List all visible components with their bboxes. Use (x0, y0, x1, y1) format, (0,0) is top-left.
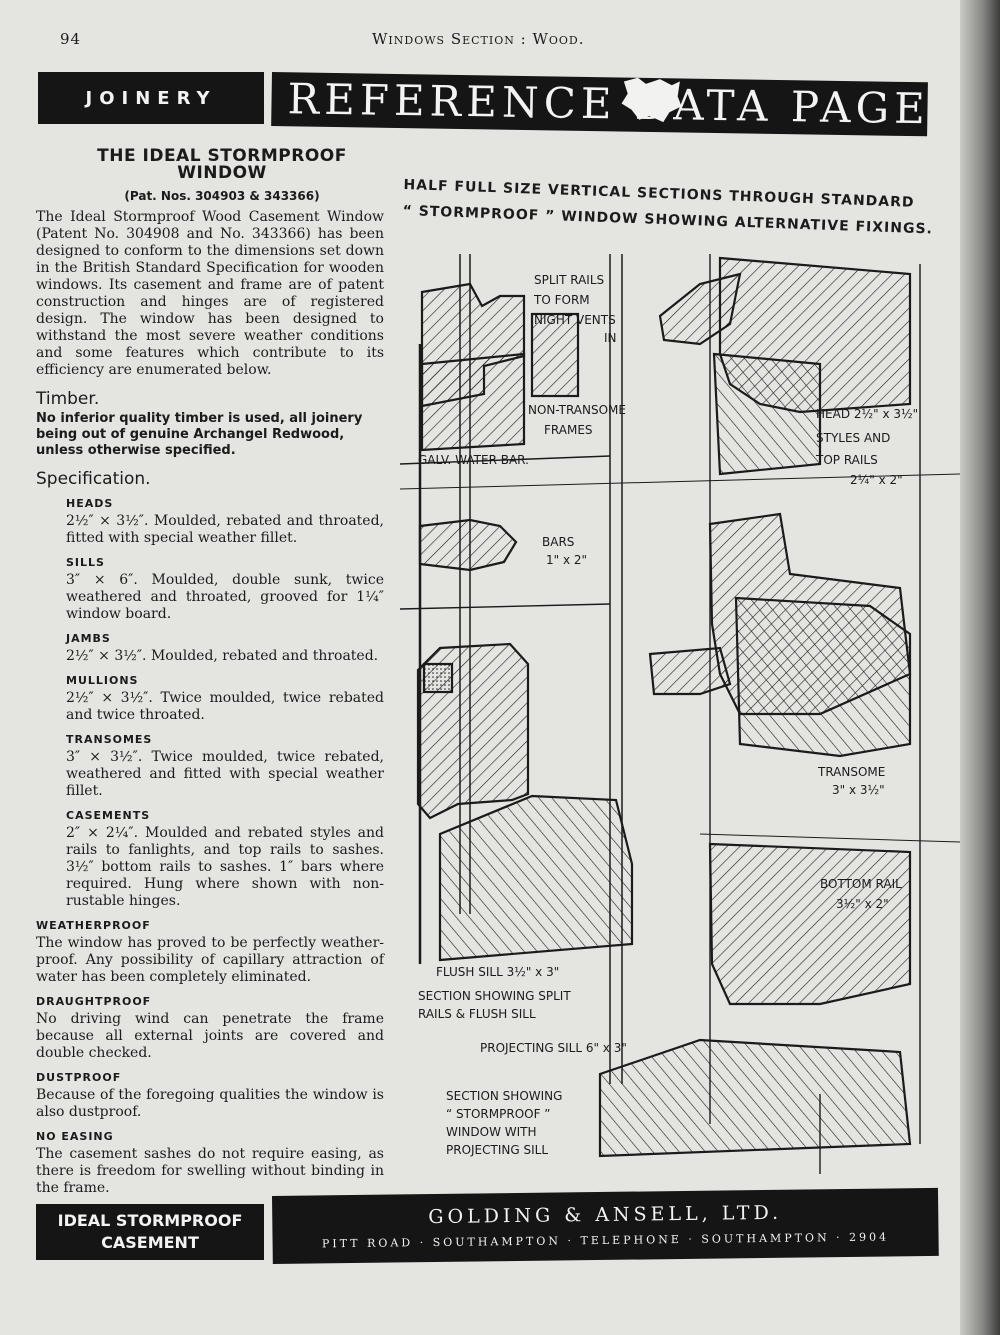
property-name: DRAUGHTPROOF (36, 995, 152, 1008)
text-column: THE IDEAL STORMPROOF WINDOW (Pat. Nos. 3… (36, 148, 384, 1197)
spec-item-name: CASEMENTS (66, 809, 151, 822)
label-head-3: TOP RAILS (815, 453, 878, 467)
spec-item-name: JAMBS (66, 632, 111, 645)
label-projecting-sill: PROJECTING SILL 6" x 3" (480, 1041, 627, 1055)
property-text: Because of the foregoing qualities the w… (36, 1087, 384, 1120)
label-head-2: STYLES AND (816, 431, 890, 445)
split-rail-shape (420, 352, 526, 452)
footer-company-banner: GOLDING & ANSELL, LTD. PITT ROAD · SOUTH… (272, 1187, 939, 1264)
label-bottom-rail-1: BOTTOM RAIL (820, 877, 902, 891)
spec-item-text: 3″ × 6″. Moulded, double sunk, twice wea… (66, 572, 384, 622)
specification-list: HEADS 2½″ × 3½″. Moulded, rebated and th… (66, 495, 384, 910)
label-split-rails-4: IN (604, 331, 617, 345)
label-non-transome-1: NON-TRANSOME (528, 403, 626, 417)
bottom-rail-shape (708, 842, 912, 1006)
spec-item-name: HEADS (66, 497, 114, 510)
label-head-1: HEAD 2½" x 3½" (816, 407, 918, 421)
spec-item-heads: HEADS 2½″ × 3½″. Moulded, rebated and th… (66, 495, 384, 547)
diagram-title: HALF FULL SIZE VERTICAL SECTIONS THROUGH… (402, 172, 943, 243)
right-section (598, 254, 960, 1174)
label-stormproof-section-1: SECTION SHOWING (446, 1089, 562, 1103)
label-split-rails-1: SPLIT RAILS (534, 273, 604, 287)
non-transome-frame-shape (530, 312, 580, 398)
stipple-joint-1 (422, 662, 454, 694)
property-name: NO EASING (36, 1130, 114, 1143)
flush-sill-shape (438, 794, 634, 962)
label-transome-1: TRANSOME (817, 765, 885, 779)
label-stormproof-section-3: WINDOW WITH (446, 1125, 537, 1139)
spec-item-name: MULLIONS (66, 674, 139, 687)
spec-item-name: TRANSOMES (66, 733, 153, 746)
top-rail-shape (712, 352, 822, 476)
spec-item-text: 2½″ × 3½″. Moulded, rebated and throated… (66, 648, 379, 664)
patent-numbers: (Pat. Nos. 304903 & 343366) (124, 189, 320, 203)
company-name: GOLDING & ANSELL, LTD. (428, 1201, 783, 1229)
running-head: 94 Windows Section : Wood. (0, 30, 960, 54)
product-title: THE IDEAL STORMPROOF WINDOW (97, 146, 347, 183)
spec-item-casements: CASEMENTS 2″ × 2¼″. Moulded and rebated … (66, 807, 384, 910)
rail-band (400, 603, 611, 610)
property-text: The casement sashes do not require easin… (36, 1146, 384, 1196)
property-no-easing: NO EASING The casement sashes do not req… (36, 1128, 384, 1197)
footer-product-line-1: IDEAL STORMPROOF (57, 1211, 243, 1230)
spec-item-jambs: JAMBS 2½″ × 3½″. Moulded, rebated and th… (66, 630, 384, 665)
footer-product-line-2: CASEMENT (101, 1233, 199, 1252)
label-stormproof-section-4: PROJECTING SILL (446, 1143, 548, 1157)
spec-item-name: SILLS (66, 556, 105, 569)
label-split-rails-3: NIGHT VENTS (534, 313, 616, 327)
page-number: 94 (60, 30, 82, 48)
joinery-banner: JOINERY (38, 72, 264, 124)
intro-paragraph: The Ideal Stormproof Wood Casement Windo… (36, 209, 384, 378)
timber-text: No inferior quality timber is used, all … (36, 411, 363, 458)
label-stormproof-section-2: “ STORMPROOF ” (446, 1107, 551, 1121)
section-drawing: SPLIT RAILS TO FORM NIGHT VENTS IN NON-T… (400, 254, 960, 1174)
running-title: Windows Section : Wood. (372, 30, 585, 48)
label-bars-1: BARS (542, 535, 574, 549)
label-flush-sill: FLUSH SILL 3½" x 3" (436, 965, 559, 979)
book-page: 94 Windows Section : Wood. JOINERY REFER… (0, 0, 975, 1335)
label-split-rails-2: TO FORM (533, 293, 590, 307)
reference-data-banner: REFERENCE DATA PAGE (271, 72, 931, 137)
torn-paper-patch (621, 77, 682, 123)
spec-item-text: 3″ × 3½″. Twice moulded, twice rebated, … (66, 749, 384, 799)
reference-data-title: REFERENCE DATA PAGE (287, 74, 931, 134)
water-bar (400, 455, 611, 465)
book-gutter (960, 0, 1000, 1335)
specification-heading: Specification. (36, 469, 151, 489)
label-transome-2: 3" x 3½" (832, 783, 885, 797)
label-split-section-2: RAILS & FLUSH SILL (418, 1007, 536, 1021)
label-galv-water-bar: GALV. WATER BAR. (418, 453, 529, 467)
property-draughtproof: DRAUGHTPROOF No driving wind can penetra… (36, 993, 384, 1062)
spec-item-text: 2″ × 2¼″. Moulded and rebated styles and… (66, 825, 384, 909)
spec-item-mullions: MULLIONS 2½″ × 3½″. Twice moulded, twice… (66, 672, 384, 724)
timber-heading: Timber. (36, 389, 100, 409)
label-head-4: 2¼" x 2" (850, 473, 903, 487)
label-split-section-1: SECTION SHOWING SPLIT (418, 989, 571, 1003)
label-bars-2: 1" x 2" (546, 553, 587, 567)
spec-item-text: 2½″ × 3½″. Moulded, rebated and throated… (66, 513, 384, 546)
footer-product-badge: IDEAL STORMPROOF CASEMENT (36, 1204, 264, 1260)
property-text: The window has proved to be perfectly we… (36, 935, 384, 985)
projecting-sill-shape (598, 1038, 912, 1158)
property-text: No driving wind can penetrate the frame … (36, 1011, 384, 1061)
spec-item-text: 2½″ × 3½″. Twice moulded, twice rebated … (66, 690, 384, 723)
property-dustproof: DUSTPROOF Because of the foregoing quali… (36, 1069, 384, 1121)
property-name: DUSTPROOF (36, 1071, 122, 1084)
spec-item-sills: SILLS 3″ × 6″. Moulded, double sunk, twi… (66, 554, 384, 623)
spec-item-transomes: TRANSOMES 3″ × 3½″. Twice moulded, twice… (66, 731, 384, 800)
label-bottom-rail-2: 3½" x 2" (836, 897, 889, 911)
property-weatherproof: WEATHERPROOF The window has proved to be… (36, 917, 384, 986)
bar-shape (418, 518, 518, 572)
transome-shape (734, 596, 912, 758)
property-name: WEATHERPROOF (36, 919, 151, 932)
transome-drip-shape (648, 646, 732, 696)
label-non-transome-2: FRAMES (544, 423, 593, 437)
company-address: PITT ROAD · SOUTHAMPTON · TELEPHONE · SO… (321, 1230, 890, 1251)
left-section (400, 254, 960, 1084)
